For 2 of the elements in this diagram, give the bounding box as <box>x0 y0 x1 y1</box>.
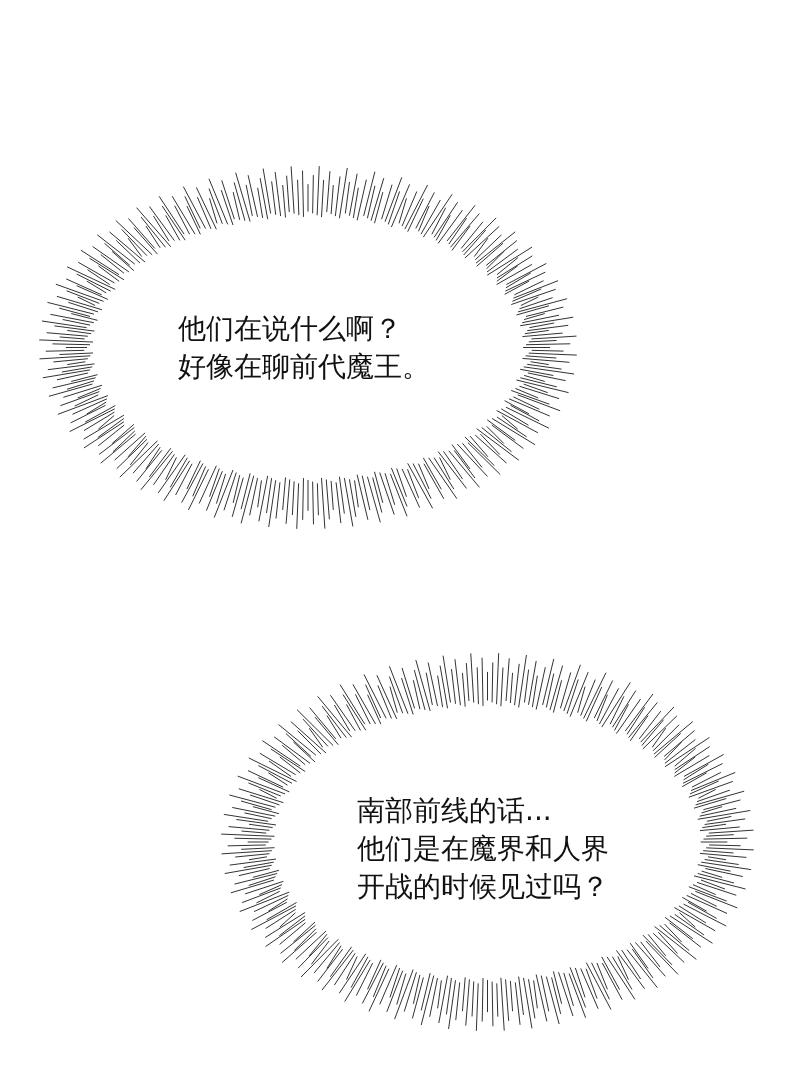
speech-text: 他们在说什么啊？好像在聊前代魔王。 <box>178 311 431 385</box>
speech-text: 南部前线的话...他们是在魔界和人界开战的时候见过吗？ <box>357 793 610 905</box>
